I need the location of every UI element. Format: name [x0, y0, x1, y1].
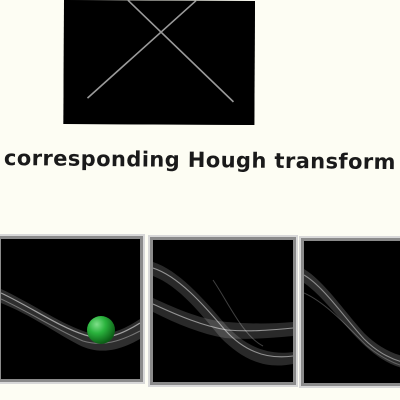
sinusoid-curve: [1, 298, 140, 344]
sinusoid-curve: [153, 303, 293, 332]
hough-panel-3[interactable]: [299, 236, 400, 388]
sinusoid-curve: [1, 292, 140, 338]
hough-plot-2: [153, 262, 293, 366]
hough-panel-1[interactable]: [0, 234, 145, 384]
sinusoid-band: [153, 298, 293, 339]
hough-plot-3: [304, 269, 400, 368]
sinusoid-curve: [304, 292, 400, 366]
line-a: [86, 0, 197, 99]
sinusoid-curve: [212, 279, 264, 347]
hough-panel-2[interactable]: [148, 235, 298, 387]
sinusoid-band: [153, 262, 293, 366]
hough-panels-row: [0, 232, 400, 400]
sinusoid-band: [1, 289, 140, 351]
caption-text: corresponding Hough transform: [3, 146, 397, 175]
crossed-lines-image: [63, 0, 255, 125]
source-image: [63, 0, 255, 125]
sinusoid-curve: [304, 274, 400, 362]
sinusoid-band: [304, 269, 400, 368]
line-b: [127, 0, 235, 103]
hough-plot-1: [1, 289, 140, 351]
peak-marker-ball[interactable]: [87, 316, 115, 344]
